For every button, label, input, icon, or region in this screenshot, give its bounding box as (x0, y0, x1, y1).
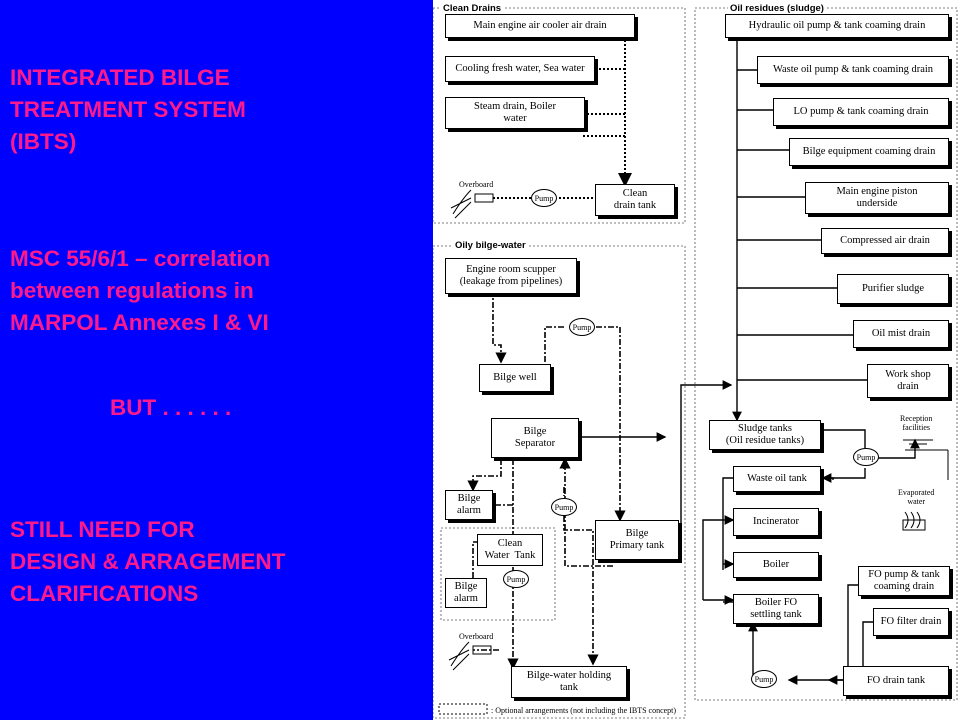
box-bilge-water-holding-tank: Bilge-water holding tank (511, 666, 627, 698)
box-bilge-primary-tank: Bilge Primary tank (595, 520, 679, 560)
label-evaporated-water: Evaporated water (898, 488, 935, 506)
label-overboard-bilge: Overboard (459, 632, 494, 641)
pump-bilge-upper: Pump (569, 318, 595, 336)
box-bilge-alarm-2: Bilge alarm (445, 578, 487, 608)
pump-fo: Pump (751, 670, 777, 688)
pump-bilge-middle: Pump (551, 498, 577, 516)
box-cooling-water: Cooling fresh water, Sea water (445, 56, 595, 82)
box-engine-room-scupper: Engine room scupper (leakage from pipeli… (445, 258, 577, 294)
msc-reference: MSC 55/6/1 – correlation between regulat… (10, 246, 271, 335)
box-waste-oil-pump-drain: Waste oil pump & tank coaming drain (757, 56, 949, 84)
box-incinerator: Incinerator (733, 508, 819, 536)
group-label-oily-bilge: Oily bilge-water (453, 240, 528, 251)
box-fo-pump-coaming-drain: FO pump & tank coaming drain (858, 566, 950, 596)
box-main-engine-air-cooler: Main engine air cooler air drain (445, 14, 635, 38)
box-oil-mist-drain: Oil mist drain (853, 320, 949, 348)
box-compressed-air-drain: Compressed air drain (821, 228, 949, 254)
box-bilge-equipment-drain: Bilge equipment coaming drain (789, 138, 949, 166)
box-steam-drain: Steam drain, Boiler water (445, 97, 585, 129)
ibts-diagram: Clean Drains Oil residues (sludge) Oily … (433, 0, 960, 720)
box-piston-underside: Main engine piston underside (805, 182, 949, 214)
box-fo-filter-drain: FO filter drain (873, 608, 949, 636)
box-lo-pump-drain: LO pump & tank coaming drain (773, 98, 949, 126)
slide-title: INTEGRATED BILGE TREATMENT SYSTEM (IBTS) (10, 65, 246, 154)
box-purifier-sludge: Purifier sludge (837, 274, 949, 304)
legend-optional-arrangements: : Optional arrangements (not including t… (491, 706, 677, 715)
box-workshop-drain: Work shop drain (867, 364, 949, 398)
pump-bilge-inner: Pump (503, 570, 529, 588)
box-bilge-well: Bilge well (479, 364, 551, 392)
label-overboard-clean: Overboard (459, 180, 494, 189)
still-need-note: STILL NEED FOR DESIGN & ARRAGEMENT CLARI… (10, 517, 286, 606)
box-clean-drain-tank: Clean drain tank (595, 184, 675, 216)
box-bilge-alarm-1: Bilge alarm (445, 490, 493, 520)
slide-text-panel: INTEGRATED BILGE TREATMENT SYSTEM (IBTS)… (0, 0, 433, 720)
pump-clean: Pump (531, 189, 557, 207)
box-fo-drain-tank: FO drain tank (843, 666, 949, 696)
group-label-oil-residues: Oil residues (sludge) (728, 3, 826, 14)
box-sludge-tanks: Sludge tanks (Oil residue tanks) (709, 420, 821, 450)
box-clean-water-tank: Clean Water Tank (477, 534, 543, 566)
label-reception-facilities: Reception facilities (900, 414, 933, 432)
but-note: BUT . . . . . . (110, 395, 232, 420)
pump-sludge: Pump (853, 448, 879, 466)
box-hydraulic-oil-drain: Hydraulic oil pump & tank coaming drain (725, 14, 949, 38)
box-bilge-separator: Bilge Separator (491, 418, 579, 458)
group-label-clean-drains: Clean Drains (441, 3, 504, 14)
box-boiler-fo-settling-tank: Boiler FO settling tank (733, 594, 819, 624)
box-boiler: Boiler (733, 552, 819, 578)
box-waste-oil-tank: Waste oil tank (733, 466, 821, 492)
